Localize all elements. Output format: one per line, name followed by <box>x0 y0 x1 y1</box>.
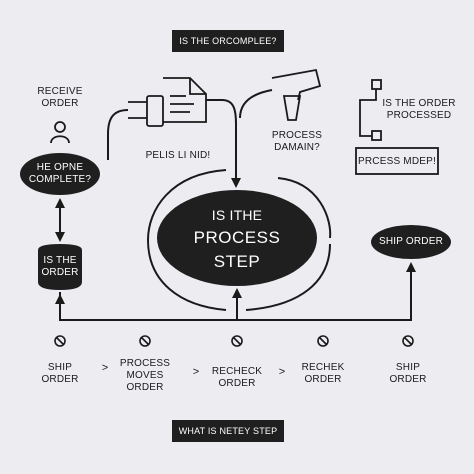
process-mdep-box <box>355 147 439 175</box>
connector-drill-to-center <box>239 89 273 119</box>
is-the-order-node <box>38 244 82 290</box>
document-icon <box>128 77 207 127</box>
receive-order-label: RECEIVE ORDER <box>37 86 83 109</box>
pelis-note-label: PELIS LI NID! <box>145 150 211 161</box>
connector-doc-to-center <box>206 99 241 188</box>
bottom-step-5: SHIP ORDER <box>389 362 427 385</box>
connector-doc-to-left <box>107 109 129 160</box>
header-banner <box>172 30 284 52</box>
complete-question-node <box>20 153 100 195</box>
step-separator: > <box>192 366 200 378</box>
step-separator: > <box>278 366 286 378</box>
center-line-2: PROCESS <box>193 228 281 247</box>
bottom-step-2: PROCESS MOVES ORDER <box>119 358 171 393</box>
ship-order-node <box>371 225 451 259</box>
process-domain-label: PROCESS DAMAIN? <box>271 130 323 153</box>
footer-title: WHAT IS NETEY STEP <box>178 426 278 436</box>
header-title: IS THE ORCOMPLEE? <box>179 36 277 46</box>
is-the-order-label: IS THE ORDER <box>41 255 79 278</box>
center-line-1: IS ITHE <box>211 207 263 223</box>
ship-order-pill-label: SHIP ORDER <box>378 236 444 247</box>
no-entry-icon <box>54 335 414 347</box>
step-separator: > <box>101 362 109 374</box>
process-mdep-label: PRCESS MDEP! <box>358 156 436 167</box>
drill-icon <box>271 68 322 121</box>
order-processed-label: IS THE ORDER PROCESSED <box>382 98 456 121</box>
complete-question-label: HE OPNE COMPLETE? <box>28 162 92 185</box>
center-line-3: STEP <box>213 252 261 271</box>
bottom-step-3: RECHECK ORDER <box>211 366 263 389</box>
bottom-step-4: RECHEK ORDER <box>301 362 345 385</box>
footer-banner <box>172 420 284 442</box>
person-icon <box>50 121 70 144</box>
center-process-node <box>157 190 317 286</box>
cycle-arc-left <box>146 169 227 311</box>
bottom-step-1: SHIP ORDER <box>41 362 79 385</box>
cycle-arc-top <box>277 177 332 239</box>
cycle-arc-right <box>245 243 331 311</box>
flowchart-icon <box>359 79 382 141</box>
